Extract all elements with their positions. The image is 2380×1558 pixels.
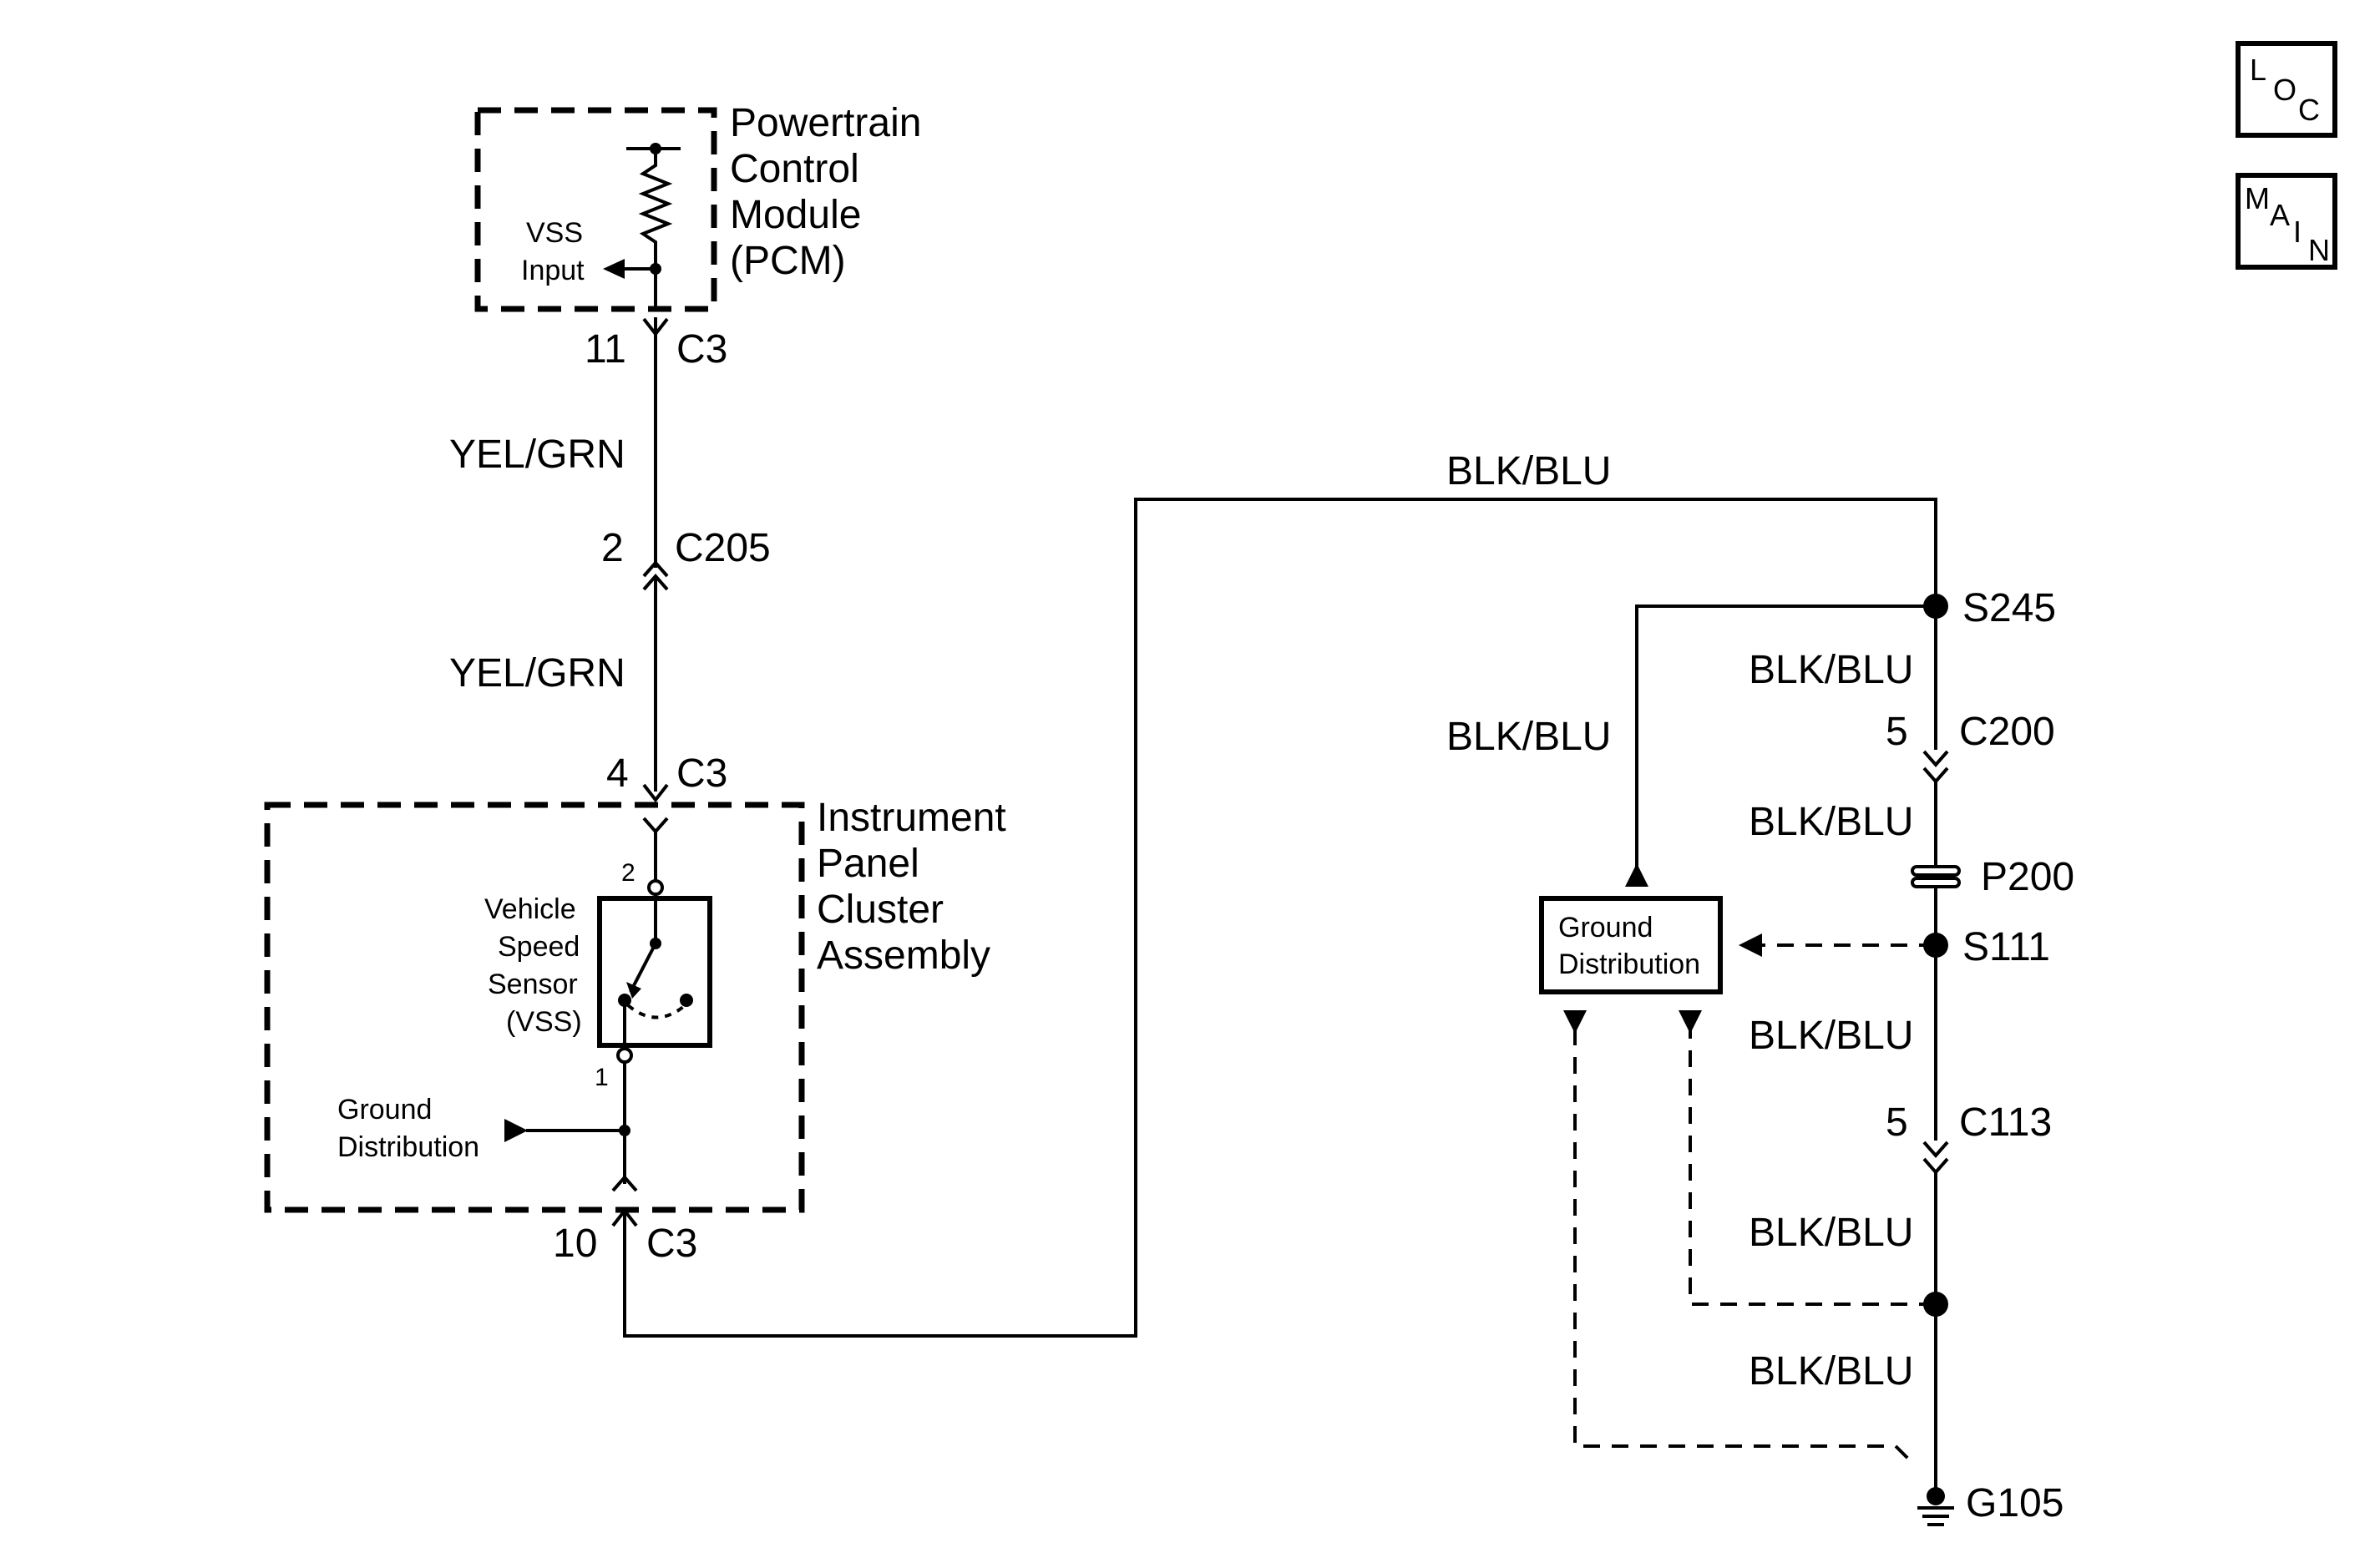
g105-ground-symbol: [1917, 1487, 1954, 1526]
loc-button[interactable]: L O C: [2236, 41, 2337, 138]
vss-label-line-2: Speed: [498, 931, 580, 963]
vss-pin-1-terminal: [616, 1047, 633, 1064]
main-letter-i: I: [2293, 215, 2302, 249]
pcm-name-line-4: (PCM): [730, 239, 846, 283]
pcm-input-line-2: Input: [521, 255, 585, 286]
c205-name: C205: [675, 526, 771, 570]
vss-label-line-3: Sensor: [488, 969, 578, 1000]
vss-label-line-1: Vehicle: [484, 893, 576, 925]
instrument-panel-cluster: Instrument Panel Cluster Assembly 2 Vehi…: [264, 796, 1006, 1213]
p200-label: P200: [1981, 855, 2074, 899]
ipc-top-connector: C3: [676, 751, 727, 796]
ipc-top-pin: 4: [606, 751, 629, 796]
wire-label-c200-p200: BLK/BLU: [1749, 800, 1913, 844]
ground-distribution-box: [1539, 896, 1723, 994]
pcm-connector-label: C3: [676, 327, 727, 372]
vss-pin-2-label: 2: [621, 859, 636, 887]
pcm-input-line-1: VSS: [526, 217, 583, 249]
main-letter-a: A: [2270, 198, 2290, 232]
ipc-name-line-3: Cluster: [817, 888, 944, 932]
pcm-pin-11: 11: [585, 327, 626, 372]
connector-c205: 2 C205: [601, 526, 771, 591]
pcm-name-line-3: Module: [730, 193, 861, 237]
main-button[interactable]: M A I N: [2236, 173, 2337, 270]
pcm-boundary: [474, 107, 717, 312]
pcm-name-line-2: Control: [730, 147, 859, 191]
splice-s111-label: S111: [1962, 925, 2050, 969]
ground-box-line-1: Ground: [1558, 912, 1653, 943]
ipc-name-line-2: Panel: [817, 842, 919, 886]
wire-label-node-g105: BLK/BLU: [1749, 1349, 1913, 1394]
ipc-name-line-1: Instrument: [817, 796, 1006, 840]
vss-pin-1-label: 1: [595, 1064, 609, 1091]
pcm-module: VSS Input Powertrain Control Module (PCM…: [474, 101, 921, 312]
ground-dist-arrow-left: [1563, 1010, 1587, 1034]
main-letter-m: M: [2245, 181, 2270, 215]
c205-pin: 2: [601, 526, 624, 570]
c113-name: C113: [1959, 1100, 2052, 1145]
vss-switch-arm: [629, 943, 657, 993]
ipc-connector-c3-top: 4 C3: [606, 751, 727, 835]
ipc-bottom-connector: C3: [646, 1222, 697, 1266]
ipc-boundary: [264, 802, 805, 1213]
ground-box-line-2: Distribution: [1558, 948, 1700, 980]
wire-label-blk-blu-branch: BLK/BLU: [1446, 715, 1611, 759]
p200-connector: [1911, 862, 1961, 945]
wire-label-blk-blu-top: BLK/BLU: [1446, 449, 1611, 493]
wire-label-c113-node: BLK/BLU: [1749, 1211, 1913, 1255]
vss-label-line-4: (VSS): [506, 1006, 582, 1038]
ipc-bottom-pin: 10: [553, 1222, 597, 1266]
ipc-ground-arrow: [504, 1119, 528, 1142]
wire-label-s111-c113: BLK/BLU: [1749, 1014, 1913, 1058]
vss-pin-2-terminal: [647, 879, 664, 896]
ipc-name-line-4: Assembly: [817, 933, 990, 978]
c200-name: C200: [1959, 710, 2055, 754]
c200-pin: 5: [1886, 710, 1908, 754]
loc-letter-l: L: [2250, 53, 2266, 87]
loc-letter-c: C: [2298, 93, 2320, 127]
wire-blk-blu-return: [623, 498, 1937, 1338]
main-letter-n: N: [2308, 233, 2330, 267]
ground-network: S245 BLK/BLU BLK/BLU 5 C200 BLK/BLU P200…: [1446, 586, 2074, 1526]
vss-input-arrow: [603, 259, 625, 279]
c113-pin: 5: [1886, 1100, 1908, 1145]
ipc-ground-line-1: Ground: [337, 1094, 432, 1126]
wire-blk-blu-branch: [1635, 604, 1936, 868]
ground-dist-arrow-right: [1679, 1010, 1702, 1034]
pcm-resistor: [638, 149, 673, 267]
pcm-name-line-1: Powertrain: [730, 101, 921, 145]
pcm-connector-c3: 11 C3: [585, 317, 727, 372]
branch-arrow: [1625, 863, 1648, 887]
loc-letter-o: O: [2273, 73, 2296, 107]
ipc-ground-line-2: Distribution: [337, 1131, 479, 1163]
g105-dashed-link: [1573, 1029, 1917, 1468]
loc-button-frame: [2236, 41, 2337, 138]
splice-s245-label: S245: [1962, 586, 2056, 630]
lower-node-dashed-link: [1689, 1029, 1936, 1306]
wire-label-yel-grn-lower: YEL/GRN: [449, 651, 625, 696]
s111-dashed-arrow: [1739, 933, 1762, 957]
wire-label-s245-c200: BLK/BLU: [1749, 648, 1913, 692]
ipc-connector-c3-bottom: 10 C3: [553, 1207, 697, 1266]
wire-label-yel-grn-upper: YEL/GRN: [449, 432, 625, 477]
main-button-frame: [2236, 173, 2337, 270]
g105-label: G105: [1966, 1481, 2064, 1525]
